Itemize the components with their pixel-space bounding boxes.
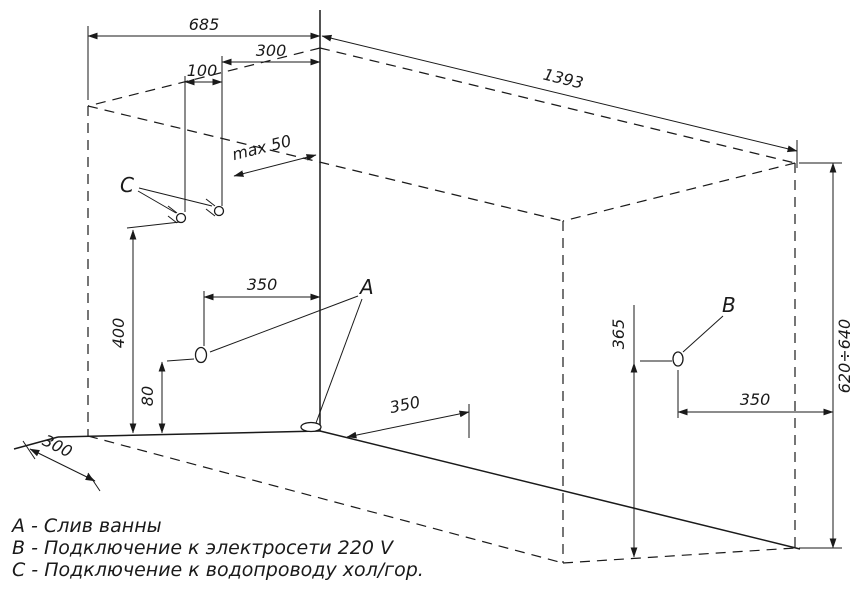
dim-max50-line [233,154,317,177]
wall-drain-hole [194,346,208,364]
callout-a-label: A [358,275,374,299]
tub-top-front-left-edge [87,105,564,222]
dim-80-label: 80 [138,386,157,406]
callout-b-label: B [722,293,736,317]
dim-350-right-label: 350 [740,390,771,409]
dim-620-640: 620÷640 [799,162,854,549]
dim-300-floor-line [29,448,96,482]
dim-300-floor-tick2 [87,472,101,492]
dim-365-label: 365 [609,319,628,350]
dim-400-label: 400 [109,318,128,349]
tub-top-left-edge [87,47,321,107]
callout-c-label: C [120,173,134,197]
legend-item-a: A - Слив ванны [10,515,162,537]
dim-300-floor: 300 [22,431,101,492]
tub-bottom-right-edge [562,547,796,564]
dim-350-wall: 350 [203,275,321,346]
floor-drain-hole [300,421,322,433]
right-wall-base [319,430,801,550]
callout-b-leader [682,315,724,353]
dim-max50-label: max 50 [230,131,293,164]
electric-outlet-hole [672,351,684,367]
dim-100-label: 100 [187,61,218,80]
dim-80: 80 [138,358,195,434]
dim-300-top: 300 [221,41,321,206]
left-wall-base [57,430,321,438]
dim-350-wall-label: 350 [247,275,278,294]
legend-item-b: B - Подключение к электросети 220 V [12,537,395,559]
dim-1393-line [321,34,798,153]
dim-350-right: 350 [677,370,834,418]
floor-front-edge [13,436,59,450]
callouts: C A B [120,173,736,424]
legend-item-c: C - Подключение к водопроводу хол/гор. [12,559,424,581]
dim-350-floor: 350 [346,392,470,439]
connection-points [167,198,684,433]
water-fitting-2-stub2 [205,208,216,217]
dim-1393-label: 1393 [541,65,585,93]
dim-300-label: 300 [256,41,287,60]
callout-a-leader-1 [315,298,363,424]
dim-80-ext [166,358,195,362]
dim-1393: 1393 [321,34,798,168]
walls-and-floor [13,10,801,550]
tub-top-right-edge [319,47,796,164]
dim-685-label: 685 [189,15,220,34]
dim-100: 100 [184,61,223,212]
callout-c-leader-1 [137,190,177,214]
dim-365: 365 [609,305,672,558]
tub-top-front-right-edge [562,162,796,222]
water-fitting-1-stub2 [167,215,178,224]
dim-685: 685 [87,15,321,100]
dim-620-640-label: 620÷640 [835,319,854,393]
callout-a-leader-2 [209,295,359,353]
water-fitting-2-stub [205,198,216,207]
water-fitting-1 [175,212,187,224]
water-fitting-1-stub [167,205,178,214]
dim-400-ext [126,221,181,229]
dim-350-floor-label: 350 [388,392,422,417]
water-fitting-2 [213,205,225,217]
dim-max50: max 50 [230,131,317,177]
legend: A - Слив ванны B - Подключение к электро… [10,515,424,581]
callout-c-leader-2 [138,187,213,207]
dim-400: 400 [109,221,181,434]
tub-bottom-left-edge [87,435,564,564]
dim-350-floor-line [346,410,470,439]
bathtub-hidden-outline [87,47,796,564]
